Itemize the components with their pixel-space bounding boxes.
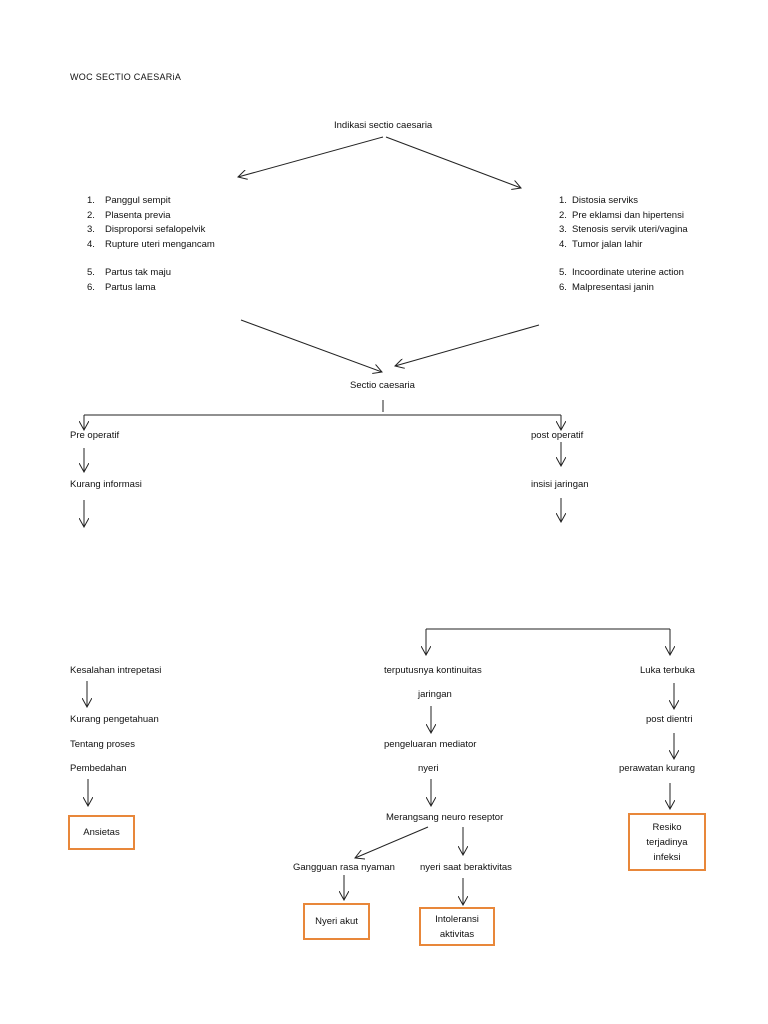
insisi-jaringan-node: insisi jaringan — [531, 479, 589, 490]
gangguan-rasa-nyaman-node: Gangguan rasa nyaman — [293, 862, 395, 873]
left-indication-list: 1.Panggul sempit 2.Plasenta previa 3.Dis… — [87, 194, 215, 295]
ansietas-label: Ansietas — [83, 827, 120, 838]
outcome-line: infeksi — [653, 851, 681, 863]
pengeluaran-mediator-node: pengeluaran mediator — [384, 739, 477, 750]
arrow-neuro-left — [355, 826, 429, 858]
intoleransi-aktivitas-outcome-box: Intoleransi aktivitas — [419, 907, 495, 946]
perawatan-kurang-node: perawatan kurang — [619, 763, 696, 774]
jaringan-node: jaringan — [418, 689, 452, 700]
outcome-line: Resiko — [652, 821, 682, 833]
arrow-right-list-to-sc — [395, 324, 540, 366]
list-item: 3.Disproporsi sefalopelvik — [87, 224, 206, 235]
nyeri-saat-beraktivitas-node: nyeri saat beraktivitas — [420, 862, 512, 873]
list-item: 1.Panggul sempit — [87, 195, 171, 206]
outcome-line: aktivitas — [439, 928, 475, 940]
luka-terbuka-node: Luka terbuka — [640, 665, 695, 676]
list-item: 5.Partus tak maju — [87, 267, 171, 278]
nyeri-node: nyeri — [418, 763, 439, 774]
outcome-line: Intoleransi — [435, 913, 479, 925]
list-item: 6.Partus lama — [87, 281, 156, 293]
kesalahan-intrepetasi-node: Kesalahan intrepetasi — [70, 665, 162, 676]
kurang-pengetahuan-node: Kurang pengetahuan — [70, 714, 159, 725]
kurang-informasi-node: Kurang informasi — [70, 479, 142, 490]
arrow-indikasi-right — [385, 136, 521, 188]
arrow-left-list-to-sc — [240, 319, 382, 372]
resiko-infeksi-outcome-box: Resiko terjadinya infeksi — [628, 813, 706, 871]
outcome-line: terjadinya — [646, 836, 688, 848]
sectio-caesaria-node: Sectio caesaria — [350, 380, 415, 391]
list-item: 1.Distosia serviks — [559, 195, 638, 206]
page-title: WOC SECTIO CAESARiA — [70, 72, 182, 82]
list-item: 4.Rupture uteri mengancam — [87, 238, 215, 250]
list-item: 2.Plasenta previa — [87, 209, 171, 221]
right-indication-list: 1.Distosia serviks 2.Pre eklamsi dan hip… — [559, 194, 688, 295]
nyeri-akut-outcome-box: Nyeri akut — [303, 903, 370, 940]
pembedahan-node: Pembedahan — [70, 763, 127, 774]
indikasi-node: Indikasi sectio caesaria — [334, 120, 433, 131]
nyeri-akut-label: Nyeri akut — [315, 916, 358, 927]
post-operatif-node: post operatif — [531, 430, 584, 441]
list-item: 6.Malpresentasi janin — [559, 281, 654, 293]
arrow-indikasi-left — [238, 136, 384, 177]
ansietas-outcome-box: Ansietas — [68, 815, 135, 850]
post-dientri-node: post dientri — [646, 714, 693, 725]
pre-operatif-node: Pre operatif — [70, 430, 120, 441]
terputusnya-kontinuitas-node: terputusnya kontinuitas — [384, 665, 482, 676]
tentang-proses-node: Tentang proses — [70, 739, 135, 750]
list-item: 4.Tumor jalan lahir — [559, 238, 643, 250]
merangsang-neuro-reseptor-node: Merangsang neuro reseptor — [386, 812, 504, 823]
list-item: 2.Pre eklamsi dan hipertensi — [559, 209, 684, 221]
list-item: 5.Incoordinate uterine action — [559, 267, 684, 278]
list-item: 3.Stenosis servik uteri/vagina — [559, 224, 688, 235]
